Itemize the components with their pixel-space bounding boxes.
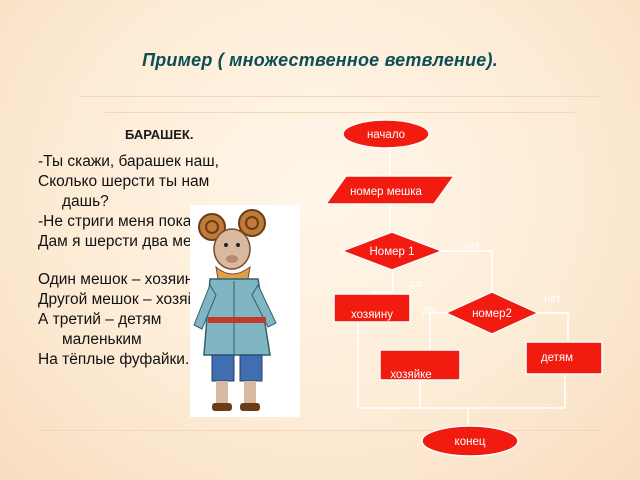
end-terminator — [421, 425, 519, 457]
poem-heading: БАРАШЕК. — [125, 127, 194, 142]
poem-line: -Не стриги меня пока. — [38, 213, 196, 230]
decision1-diamond — [339, 231, 445, 271]
hostess-process — [379, 349, 461, 381]
owner-label: хозяину — [351, 309, 393, 321]
decision2-diamond — [444, 291, 540, 335]
hostess-label: хозяйке — [390, 369, 431, 381]
node-owner: хозяину — [333, 293, 411, 323]
poem-line: -Ты скажи, барашек наш, — [38, 153, 219, 170]
lamb-illustration — [190, 205, 300, 417]
node-start: начало — [342, 119, 430, 149]
poem-line: А третий – детям — [38, 311, 162, 328]
decision2-label: номер2 — [472, 308, 512, 320]
owner-process — [333, 293, 411, 323]
decision1-label: Номер 1 — [370, 246, 415, 258]
poem-line: маленьким — [62, 331, 142, 348]
poem-text: -Ты скажи, барашек наш, Сколько шерсти ты… — [38, 152, 308, 370]
lamb-picture-icon — [193, 209, 277, 411]
decor-line — [80, 96, 600, 97]
poem-line: дашь? — [62, 193, 109, 210]
slide-title: Пример ( множественное ветвление). — [142, 50, 498, 70]
poem-line: Один мешок – хозяину, — [38, 271, 204, 288]
end-label: конец — [455, 436, 486, 448]
node-decision2: номер2 — [444, 291, 540, 335]
input-label: номер мешка — [350, 186, 422, 198]
start-label: начало — [367, 129, 405, 141]
input-parallelogram — [324, 175, 456, 205]
decor-line — [40, 430, 600, 431]
node-hostess: хозяйке — [379, 349, 461, 381]
children-process — [525, 341, 603, 375]
children-label: детям — [541, 352, 573, 364]
node-decision1: Номер 1 — [339, 231, 445, 271]
start-terminator — [342, 119, 430, 149]
poem-line: Сколько шерсти ты нам — [38, 173, 210, 190]
poem-line: На тёплые фуфайки. — [38, 351, 190, 368]
poem-line: Дам я шерсти два мешка. — [38, 233, 225, 250]
decision2-no-label: нет — [544, 293, 561, 305]
node-children: детям — [525, 341, 603, 375]
decision1-no-label: нет — [463, 240, 480, 252]
node-end: конец — [421, 425, 519, 457]
decision1-yes-label: да — [409, 278, 422, 290]
node-input: номер мешка — [324, 175, 456, 205]
poem-line: Другой мешок – хозяйке, — [38, 291, 217, 308]
decision2-yes-label: да — [423, 304, 436, 316]
decor-line — [105, 112, 575, 113]
